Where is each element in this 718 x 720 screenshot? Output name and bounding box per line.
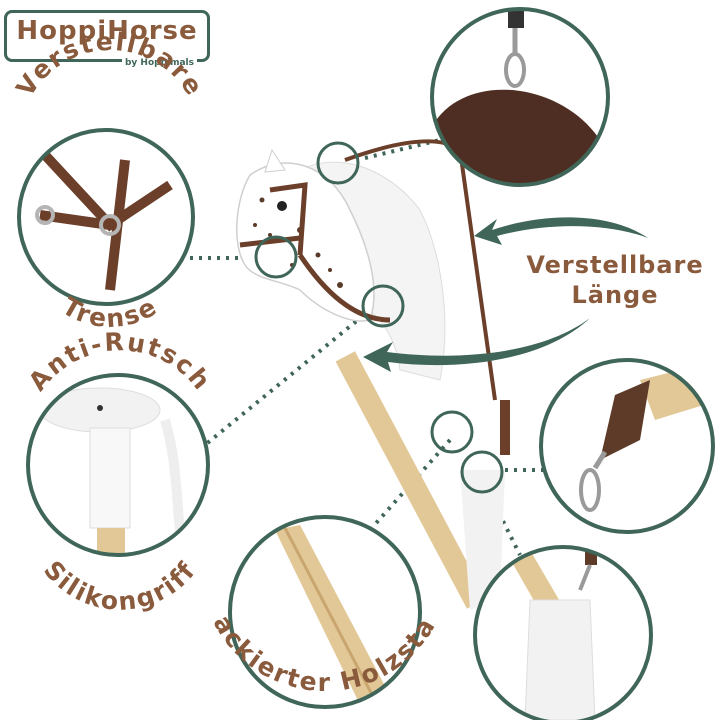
tassel [460, 470, 505, 610]
brand-byline: by Hoppimals [121, 58, 197, 68]
length-arrows [363, 217, 648, 372]
grip-detail-circle [26, 373, 210, 557]
wooden-stick [335, 351, 487, 609]
length-label: Verstellbare Länge [515, 250, 715, 310]
horse-ear [264, 148, 286, 173]
rope-detail-circle [430, 7, 610, 187]
arrow-upper-icon [474, 217, 648, 245]
grip-label-bottom: Silikongriff [38, 555, 202, 616]
clip-detail-circle [539, 358, 715, 534]
length-label-line2: Länge [571, 281, 659, 309]
horse-bridle [239, 182, 391, 323]
tassel-detail-circle [473, 545, 653, 720]
brand-logo: HoppiHorse by Hoppimals [4, 10, 210, 68]
brand-name: HoppiHorse [16, 16, 198, 46]
arrow-lower-icon [363, 318, 590, 372]
rein-clip [500, 400, 510, 455]
stick-detail-circle [228, 515, 422, 709]
hobby-horse [236, 139, 510, 610]
detail-markers [254, 141, 504, 494]
length-label-line1: Verstellbare [526, 251, 704, 279]
horse-eye [277, 201, 287, 211]
horse-head [236, 162, 375, 322]
bridle-label-top: Verstellbare [11, 27, 210, 102]
bridle-detail-circle [17, 128, 195, 306]
